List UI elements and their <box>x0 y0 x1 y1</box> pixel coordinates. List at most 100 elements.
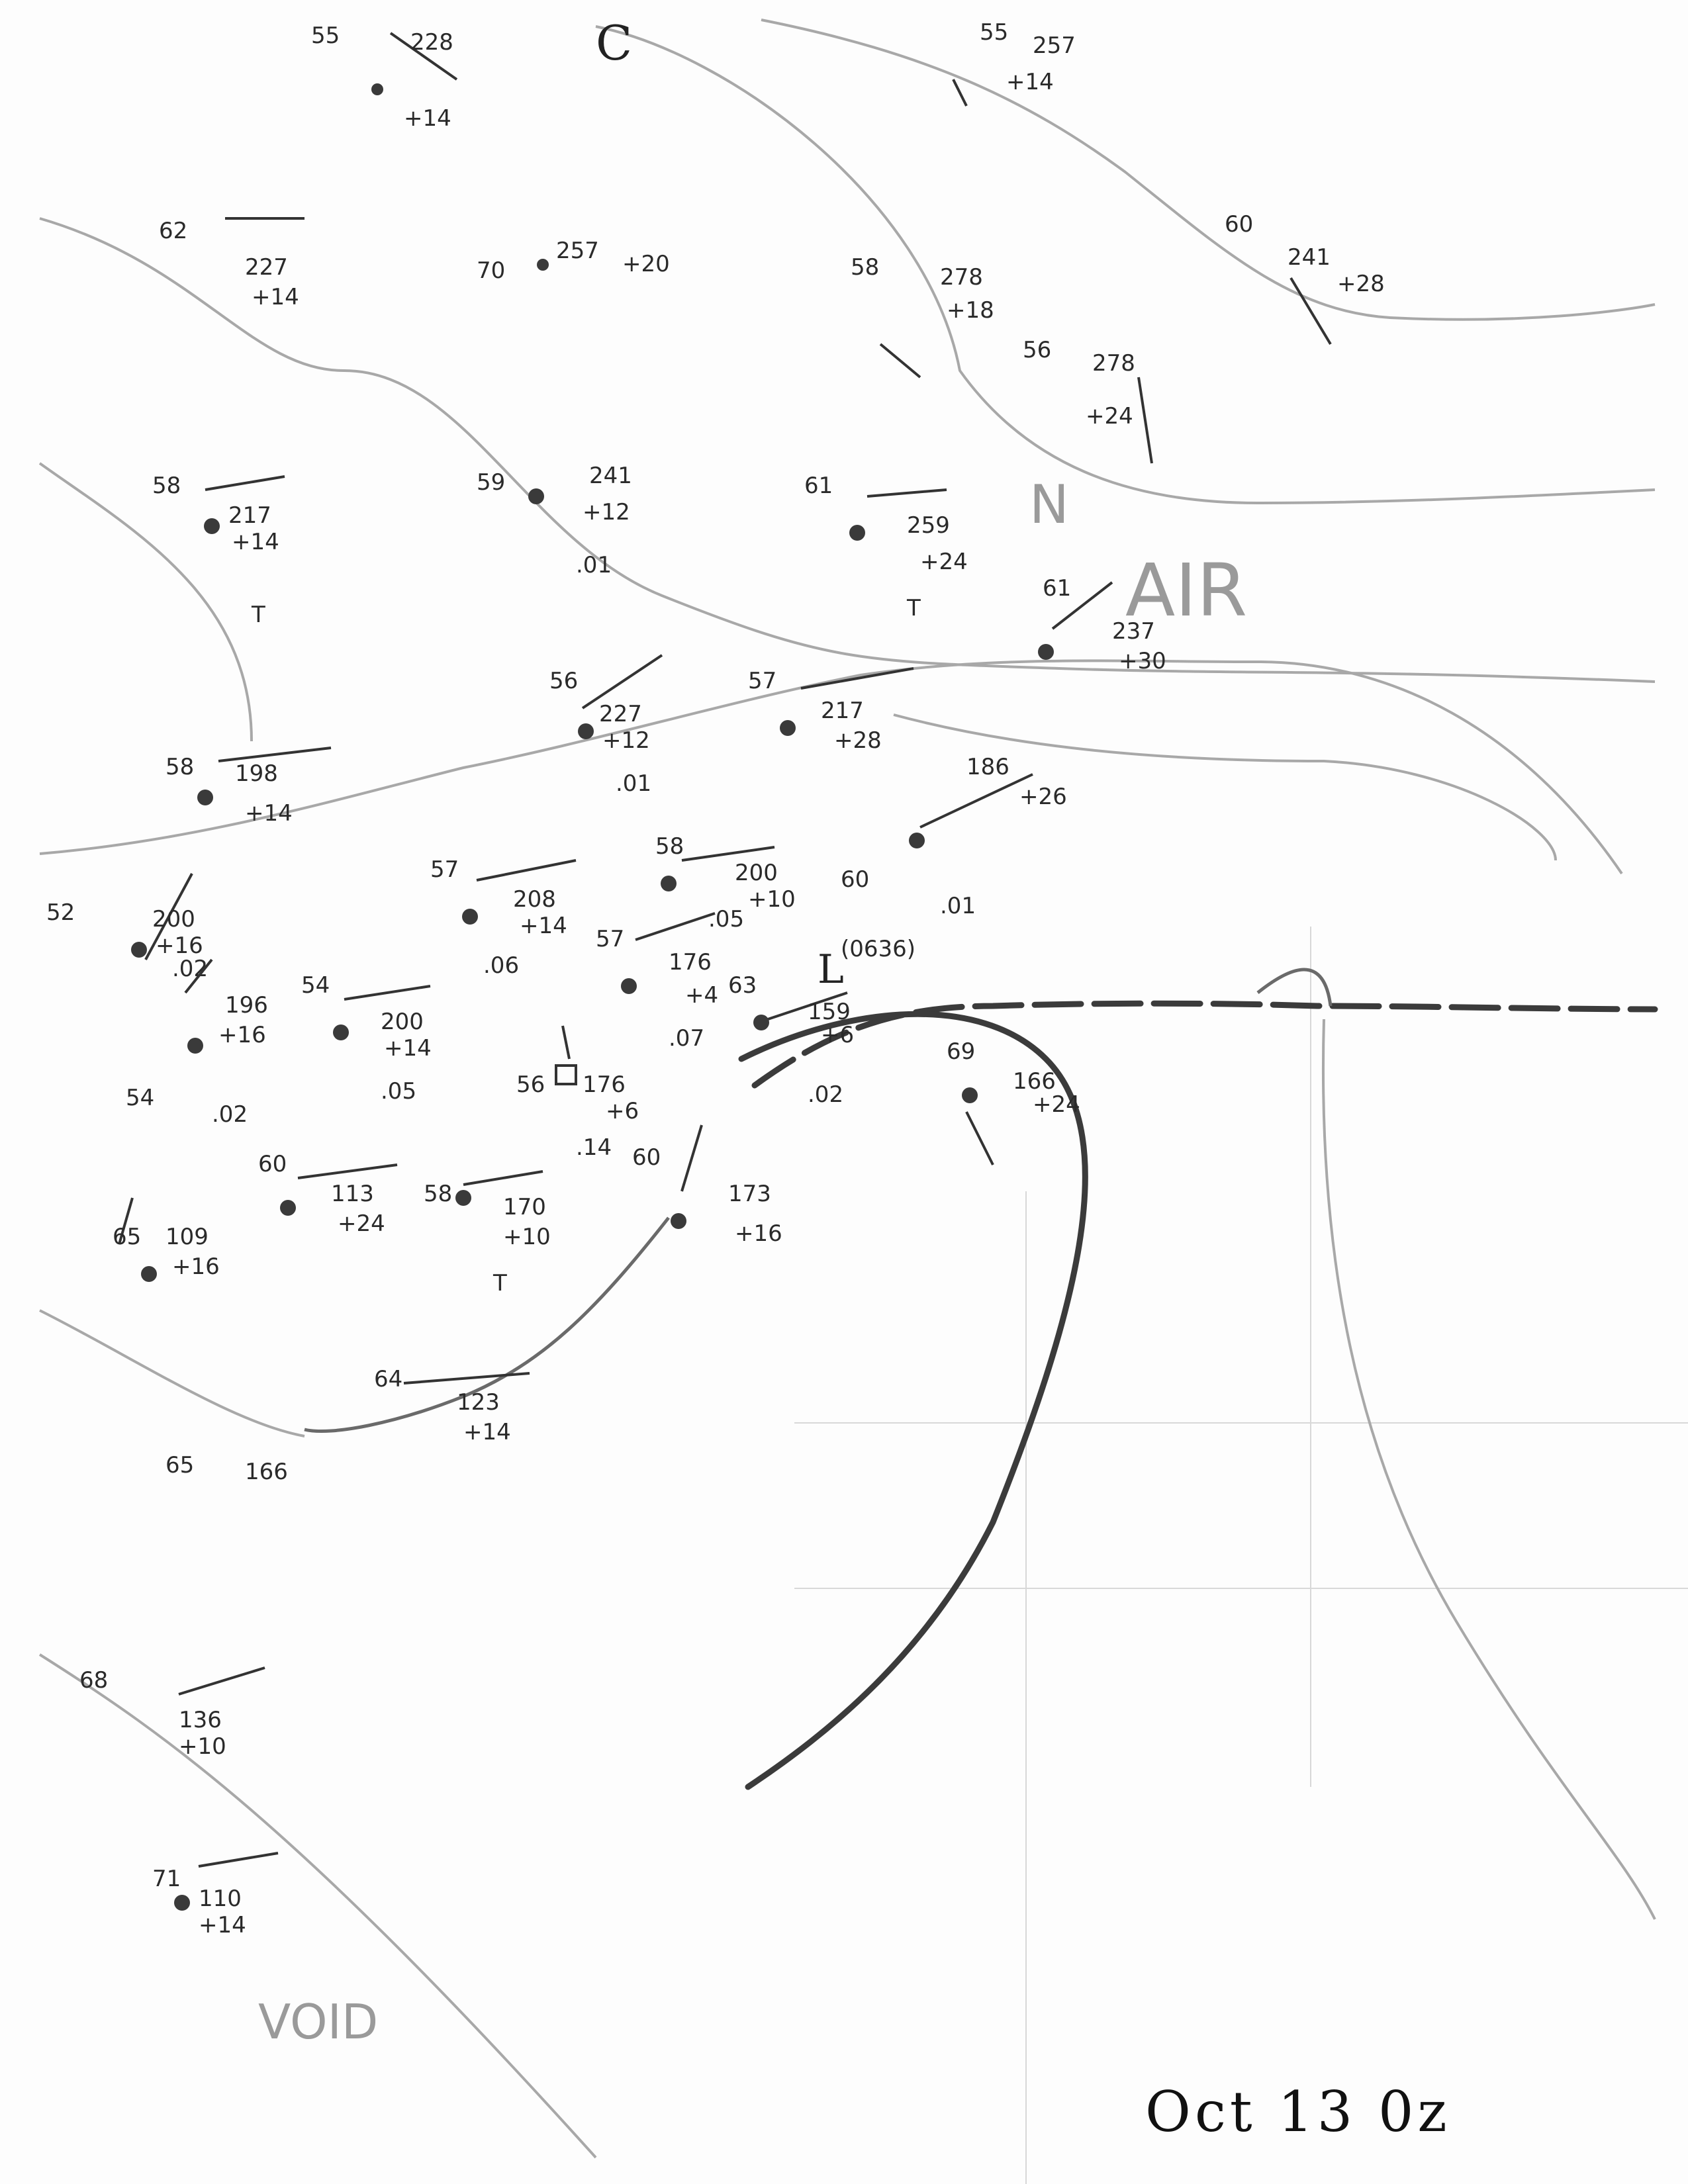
station-plot: 58 217 +14 T <box>152 473 285 628</box>
svg-text:227: 227 <box>245 254 288 281</box>
station-plot: 71 110 +14 <box>152 1852 279 1938</box>
svg-text:+14: +14 <box>245 800 293 827</box>
cold-front <box>738 1011 1088 1790</box>
svg-text:227: 227 <box>599 701 642 727</box>
svg-text:257: 257 <box>1033 32 1076 59</box>
svg-text:+18: +18 <box>947 297 994 324</box>
svg-text:+28: +28 <box>834 727 882 754</box>
svg-text:54: 54 <box>126 1085 154 1111</box>
station-plot: 60 241 +28 <box>1225 211 1385 345</box>
warm-sector-arc <box>1256 968 1333 1007</box>
station-plot: 56 176 +6 .14 <box>516 1025 639 1161</box>
isobars <box>38 19 1656 2159</box>
station-plot: 69 166 +24 <box>947 1038 1080 1165</box>
svg-text:110: 110 <box>199 1886 242 1912</box>
svg-text:208: 208 <box>513 886 556 913</box>
station-plot: 58 198 +14 <box>165 747 332 827</box>
station-plot: 61 237 +30 <box>1038 575 1166 674</box>
svg-text:+12: +12 <box>583 499 630 525</box>
station-plot: 60 113 +24 <box>258 1151 398 1237</box>
svg-text:278: 278 <box>1092 350 1135 377</box>
station-plot: 55 228 +14 <box>311 23 458 132</box>
svg-text:60: 60 <box>841 866 869 893</box>
svg-text:56: 56 <box>549 668 578 694</box>
svg-text:60: 60 <box>1225 211 1253 238</box>
svg-text:57: 57 <box>748 668 776 694</box>
svg-text:58: 58 <box>655 833 684 860</box>
svg-text:60: 60 <box>258 1151 287 1177</box>
svg-text:60: 60 <box>632 1144 661 1171</box>
svg-text:.02: .02 <box>212 1101 248 1128</box>
isobar-7 <box>39 1309 305 1437</box>
station-plot: 62 227 +14 <box>159 217 305 310</box>
svg-text:+14: +14 <box>232 529 279 555</box>
svg-text:T: T <box>251 602 265 628</box>
svg-text:58: 58 <box>851 254 879 281</box>
station-plot: 61 259 +24 T <box>804 473 968 621</box>
svg-text:200: 200 <box>152 906 195 933</box>
fronts <box>304 968 1658 1790</box>
svg-text:+24: +24 <box>1033 1091 1080 1118</box>
svg-text:T: T <box>906 595 921 621</box>
svg-text:+14: +14 <box>463 1419 511 1445</box>
low-center: L <box>818 946 844 993</box>
svg-text:68: 68 <box>79 1667 108 1694</box>
pressure-tag: (0636) <box>841 936 915 962</box>
station-plot: 57 208 +14 .06 <box>430 856 577 979</box>
svg-text:+6: +6 <box>821 1022 854 1048</box>
svg-text:+30: +30 <box>1119 648 1166 674</box>
station-plot: 60 173 +16 <box>632 1124 782 1247</box>
svg-text:.06: .06 <box>483 952 519 979</box>
station-plot: 52 200 +16 .02 <box>46 873 208 982</box>
svg-text:+14: +14 <box>199 1912 246 1938</box>
svg-text:+16: +16 <box>218 1022 266 1048</box>
station-plot: 64 123 +14 <box>374 1366 530 1445</box>
svg-text:+10: +10 <box>748 886 796 913</box>
svg-text:176: 176 <box>583 1071 626 1098</box>
svg-text:+24: +24 <box>1086 403 1133 430</box>
svg-text:58: 58 <box>152 473 181 499</box>
svg-text:217: 217 <box>821 698 864 724</box>
station-plot: 54 200 +14 .05 <box>301 972 432 1105</box>
station-plot: 60 186 +26 .01 <box>841 754 1067 919</box>
station-plot: 58 170 +10 T <box>424 1170 551 1297</box>
station-plot: 56 227 +12 .01 <box>549 654 663 797</box>
svg-text:259: 259 <box>907 512 950 539</box>
svg-text:200: 200 <box>381 1009 424 1035</box>
svg-text:.01: .01 <box>576 552 612 578</box>
svg-text:55: 55 <box>311 23 340 49</box>
svg-text:123: 123 <box>457 1389 500 1416</box>
svg-text:+24: +24 <box>920 549 968 575</box>
svg-text:159: 159 <box>808 999 851 1025</box>
svg-text:65: 65 <box>165 1452 194 1479</box>
svg-text:56: 56 <box>1023 337 1051 363</box>
svg-text:.07: .07 <box>669 1025 704 1052</box>
svg-text:69: 69 <box>947 1038 975 1065</box>
map-date-label: Oct 13 0z <box>1145 2079 1451 2144</box>
svg-text:57: 57 <box>430 856 459 883</box>
isobar-4 <box>761 19 1656 321</box>
svg-text:+14: +14 <box>520 913 567 939</box>
svg-text:109: 109 <box>165 1224 209 1250</box>
svg-text:136: 136 <box>179 1707 222 1733</box>
svg-text:L: L <box>818 946 844 993</box>
svg-text:+20: +20 <box>622 251 670 277</box>
air-mark-air: AIR <box>1125 548 1247 633</box>
svg-text:55: 55 <box>980 19 1008 46</box>
svg-text:241: 241 <box>1288 244 1331 271</box>
station-plot: 65 109 +16 <box>113 1197 220 1282</box>
svg-text:61: 61 <box>1043 575 1071 602</box>
svg-text:241: 241 <box>589 463 632 489</box>
svg-text:166: 166 <box>245 1459 288 1485</box>
svg-text:.02: .02 <box>808 1081 843 1108</box>
isobar-8 <box>38 1653 597 2159</box>
svg-text:228: 228 <box>410 29 453 56</box>
svg-text:.05: .05 <box>381 1078 416 1105</box>
svg-text:+6: +6 <box>606 1098 639 1124</box>
station-plot: 54 196 +16 .02 <box>126 958 268 1128</box>
svg-text:200: 200 <box>735 860 778 886</box>
station-plot: 68 136 +10 <box>79 1666 265 1760</box>
svg-text:257: 257 <box>556 238 599 264</box>
svg-text:113: 113 <box>331 1181 374 1207</box>
svg-text:.01: .01 <box>940 893 976 919</box>
